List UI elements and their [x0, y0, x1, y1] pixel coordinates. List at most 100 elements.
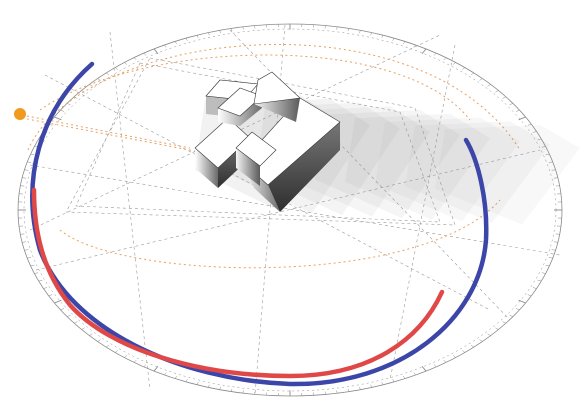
compass-tick — [67, 103, 71, 106]
building-wall — [236, 148, 260, 186]
winter-solstice-arc — [31, 187, 445, 379]
building-roof — [253, 71, 301, 105]
compass-tick — [48, 294, 53, 297]
compass-tick — [452, 62, 456, 65]
compass-tick — [370, 32, 373, 36]
compass-tick — [196, 35, 199, 38]
building-wall — [195, 148, 218, 188]
compass-tick — [532, 287, 537, 289]
compass-tick — [537, 138, 542, 141]
building-wall — [268, 122, 340, 212]
shadow-layer — [315, 110, 460, 219]
grid-line — [389, 44, 456, 381]
compass-tick — [143, 52, 147, 56]
compass-tick — [230, 28, 233, 32]
site-boundary-inner — [75, 62, 441, 223]
compass-tick — [324, 391, 326, 395]
compass-tick — [54, 116, 62, 121]
compass-tick — [74, 96, 78, 99]
compass-tick — [479, 78, 483, 81]
building-model-icon[interactable] — [194, 71, 341, 212]
compass-tick — [153, 48, 159, 55]
compass-tick — [548, 161, 553, 163]
grid-line — [109, 31, 151, 391]
compass-ring — [17, 23, 563, 397]
compass-tick — [106, 344, 110, 348]
compass-tick — [433, 364, 437, 368]
compass-tick — [515, 109, 520, 112]
compass-tick — [370, 384, 373, 388]
compass-tick — [392, 38, 395, 41]
compass-tick — [74, 321, 78, 324]
compass-tick — [43, 287, 48, 289]
compass-tick — [24, 169, 29, 171]
compass-tick — [359, 30, 361, 34]
grid-line — [35, 149, 541, 271]
compass-tick — [242, 390, 244, 394]
compass-tick — [403, 41, 406, 45]
compass-tick — [133, 359, 137, 363]
compass-tick — [537, 279, 542, 282]
compass-tick — [124, 62, 128, 65]
compass-tick — [97, 78, 101, 81]
sun-ray — [21, 114, 191, 149]
site-boundary — [65, 57, 456, 226]
compass-tick — [443, 359, 447, 363]
compass-tick — [27, 257, 32, 259]
compass-tick — [487, 84, 491, 87]
compass-tick — [60, 308, 65, 311]
compass-tick — [541, 272, 546, 274]
shadow-layer — [345, 113, 490, 220]
compass-tick — [515, 308, 520, 311]
compass-tick — [548, 257, 553, 259]
compass-tick — [324, 25, 326, 29]
compass-tick — [336, 390, 338, 394]
compass-tick — [115, 67, 118, 70]
compass-tick — [495, 327, 499, 330]
compass-tick — [433, 52, 437, 56]
compass-tick — [219, 386, 221, 390]
building-roof — [235, 131, 277, 167]
compass-tick — [27, 161, 32, 163]
compass-tick — [124, 355, 128, 358]
compass-tick — [164, 372, 167, 376]
compass-tick — [174, 41, 177, 45]
sun-icon[interactable] — [14, 108, 26, 120]
sun-path-lines — [21, 43, 521, 269]
grid-line — [29, 34, 441, 231]
shadow-layer — [375, 117, 520, 222]
compass-tick — [487, 333, 491, 336]
compass-tick — [67, 314, 71, 317]
compass-tick — [164, 44, 167, 48]
compass-tick — [38, 279, 43, 282]
compass-tick — [403, 375, 406, 379]
compass-tick — [106, 72, 110, 76]
compass-tick — [347, 388, 350, 392]
compass-tick — [30, 153, 35, 156]
compass-tick — [133, 57, 137, 61]
compass-tick — [452, 355, 456, 358]
sun-path-arc — [39, 54, 471, 121]
compass-tick — [97, 339, 101, 342]
compass-tick — [421, 365, 427, 372]
compass-tick — [518, 299, 526, 304]
compass-tick — [527, 123, 532, 126]
compass-tick — [462, 350, 465, 353]
compass-tick — [381, 382, 384, 385]
compass-tick — [81, 327, 85, 330]
compass-tick — [254, 25, 256, 29]
compass-tick — [527, 294, 532, 297]
compass-tick — [443, 57, 447, 61]
compass-tick — [174, 375, 177, 379]
sun-path-arc — [59, 199, 501, 269]
compass-tick — [470, 72, 474, 76]
sun-ray — [21, 117, 201, 153]
compass-tick — [381, 35, 384, 38]
compass-tick — [219, 30, 221, 34]
compass-tick — [551, 169, 556, 171]
compass-tick — [242, 26, 244, 30]
compass-tick — [153, 365, 159, 372]
compass-tick — [359, 386, 361, 390]
